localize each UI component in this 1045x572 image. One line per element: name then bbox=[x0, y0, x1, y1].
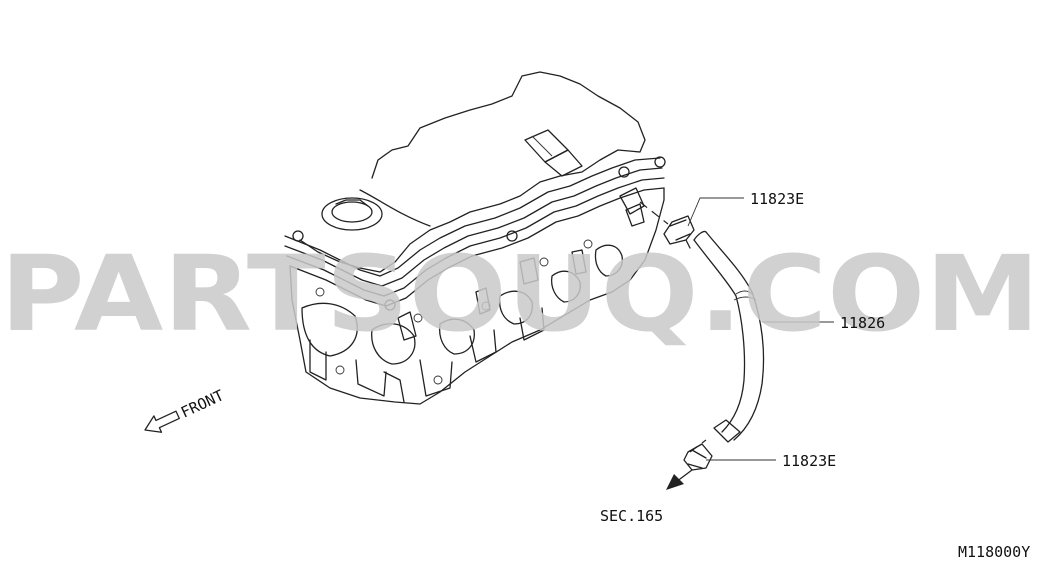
pcv-hose bbox=[693, 230, 765, 443]
watermark-text: PARTSOUQ.COM bbox=[0, 233, 1040, 355]
label-front: FRONT bbox=[178, 386, 227, 421]
label-clamp-lower: 11823E bbox=[782, 452, 836, 470]
arrow-section-ref bbox=[666, 469, 693, 490]
front-arrow-icon bbox=[144, 410, 180, 433]
cylinder-head-assembly bbox=[284, 71, 666, 405]
label-clamp-upper: 11823E bbox=[750, 190, 804, 208]
clamp-upper bbox=[663, 215, 695, 249]
leader-line-clamp-upper bbox=[687, 197, 744, 227]
clamp-lower bbox=[683, 443, 713, 471]
connection-line-upper bbox=[639, 201, 669, 225]
label-hose: 11826 bbox=[840, 314, 885, 332]
diagram-id: M118000Y bbox=[958, 543, 1030, 561]
label-section-ref: SEC.165 bbox=[600, 507, 663, 525]
